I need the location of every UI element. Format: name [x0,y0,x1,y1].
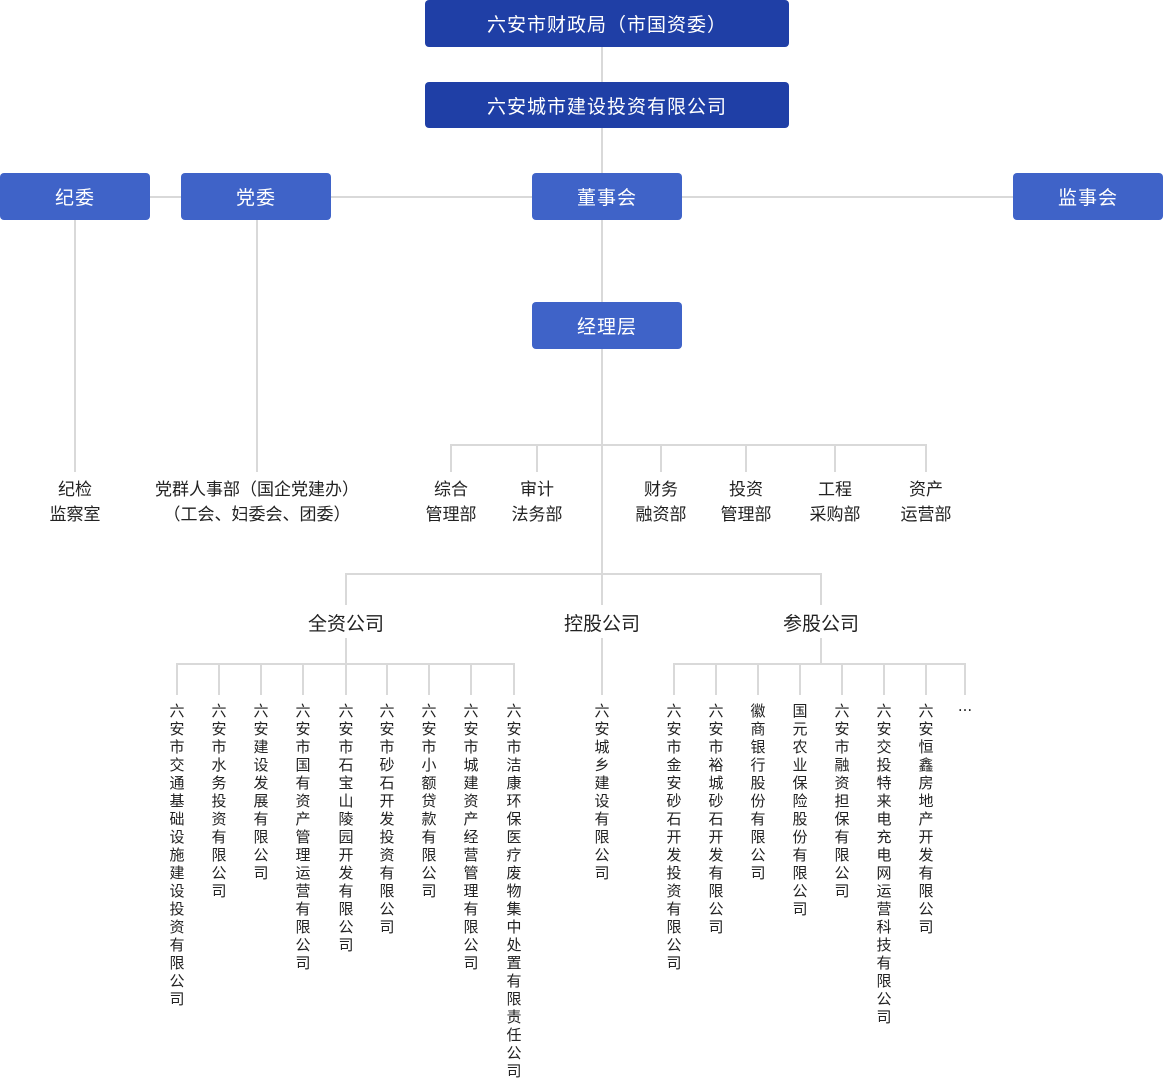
supervisory-board-box: 监事会 [1013,173,1163,220]
connector-wholly-tick [302,663,304,695]
connector-holding-down [601,638,603,695]
wholly-owned-company: 六安市国有资产管理运营有限公司 [295,702,311,972]
discipline-office-line-1: 纪检 [58,480,92,500]
connector-dept-bar [450,444,927,446]
connector-dept-tick [450,444,452,472]
participating-company: 六安恒鑫房地产开发有限公司 [918,702,934,936]
participating-group-label: 参股公司 [782,613,859,635]
connector-group-tick [345,573,347,605]
connector-party-down [256,220,258,472]
connector-participating-tick [883,663,885,695]
department-line: 管理部 [425,505,477,525]
connector-company-to-board [601,128,603,174]
department-line: 融资部 [635,505,687,525]
wholly-owned-company: 六安市洁康环保医疗废物集中处置有限责任公司 [506,702,522,1080]
department-line: 采购部 [809,505,861,525]
department-label: 投资 管理部 [706,478,786,528]
department-label: 财务 融资部 [621,478,701,528]
department-label: 审计 法务部 [497,478,577,528]
discipline-office-line-2: 监察室 [49,505,101,525]
management-box: 经理层 [532,302,682,349]
connector-participating-tick [757,663,759,695]
connector-dept-tick [834,444,836,472]
connector-main-trunk [601,349,603,605]
wholly-owned-group-label: 全资公司 [307,613,384,635]
connector-participating-tick [964,663,966,695]
discipline-committee-box: 纪委 [0,173,150,220]
connector-groups-bar [345,573,822,575]
connector-participating-tick [673,663,675,695]
connector-wholly-tick [386,663,388,695]
connector-participating-down [820,638,822,664]
connector-wholly-tick [345,663,347,695]
party-committee-box: 党委 [181,173,331,220]
connector-dept-tick [925,444,927,472]
party-hr-line-2: （工会、妇委会、团委） [163,505,351,525]
wholly-owned-company: 六安市石宝山陵园开发有限公司 [338,702,354,954]
wholly-owned-company: 六安市小额贷款有限公司 [421,702,437,900]
department-line: 资产 [909,480,943,500]
department-label: 资产 运营部 [886,478,966,528]
participating-company: 六安市裕城砂石开发有限公司 [708,702,724,936]
connector-wholly-tick [260,663,262,695]
connector-wholly-tick [428,663,430,695]
connector-wholly-tick [176,663,178,695]
city-company-box: 六安城市建设投资有限公司 [425,82,789,128]
connector-wholly-tick [470,663,472,695]
board-of-directors-box: 董事会 [532,173,682,220]
department-line: 综合 [434,480,468,500]
connector-participating-tick [715,663,717,695]
participating-company: 徽商银行股份有限公司 [750,702,766,882]
connector-participating-tick [799,663,801,695]
wholly-owned-company: 六安市砂石开发投资有限公司 [379,702,395,936]
connector-group-tick [820,573,822,605]
party-hr-line-1: 党群人事部（国企党建办） [155,480,359,500]
wholly-owned-company: 六安建设发展有限公司 [253,702,269,882]
wholly-owned-company: 六安市交通基础设施建设投资有限公司 [169,702,185,1008]
department-line: 法务部 [511,505,563,525]
department-label: 工程 采购部 [795,478,875,528]
connector-dept-tick [536,444,538,472]
finance-bureau-box: 六安市财政局（市国资委） [425,0,789,47]
department-line: 管理部 [720,505,772,525]
participating-company: 六安市融资担保有限公司 [834,702,850,900]
connector-wholly-down [345,638,347,664]
holding-company: 六安城乡建设有限公司 [594,702,610,882]
connector-dept-tick [745,444,747,472]
wholly-owned-company: 六安市城建资产经营管理有限公司 [463,702,479,972]
connector-discipline-down [74,220,76,472]
participating-company: 国元农业保险股份有限公司 [792,702,808,918]
department-line: 审计 [520,480,554,500]
participating-company: 六安交投特来电充电网运营科技有限公司 [876,702,892,1026]
participating-company-more: ... [957,697,973,715]
department-label: 综合 管理部 [411,478,491,528]
party-hr-label: 党群人事部（国企党建办） （工会、妇委会、团委） [137,478,377,528]
connector-dept-tick [660,444,662,472]
department-line: 工程 [818,480,852,500]
participating-company: 六安市金安砂石开发投资有限公司 [666,702,682,972]
discipline-office-label: 纪检 监察室 [25,478,125,528]
connector-wholly-tick [513,663,515,695]
connector-participating-tick [925,663,927,695]
wholly-owned-company: 六安市水务投资有限公司 [211,702,227,900]
department-line: 财务 [644,480,678,500]
connector-finance-to-company [601,47,603,82]
department-line: 运营部 [900,505,952,525]
connector-participating-bar [673,663,966,665]
connector-wholly-tick [218,663,220,695]
connector-board-to-management [601,220,603,302]
department-line: 投资 [729,480,763,500]
connector-participating-tick [841,663,843,695]
holding-group-label: 控股公司 [563,613,640,635]
